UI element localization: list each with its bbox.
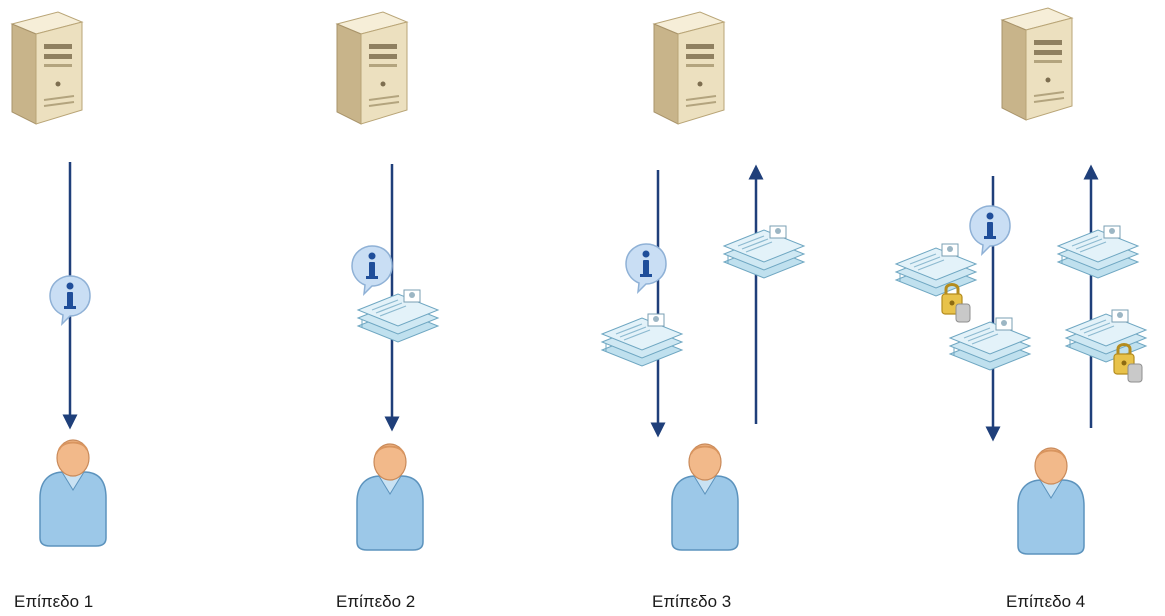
document-stack-icon [1057, 225, 1139, 279]
level-2-label: Επίπεδο 2 [336, 592, 416, 611]
document-stack-icon [723, 225, 805, 279]
level-1-group [11, 11, 107, 547]
padlock-icon [940, 283, 972, 324]
level-2-group [336, 11, 439, 551]
user-icon [356, 443, 424, 551]
document-stack-icon [601, 313, 683, 367]
level-1-label: Επίπεδο 1 [14, 592, 94, 611]
level-4-label: Επίπεδο 4 [1006, 592, 1086, 611]
document-stack-icon [1065, 309, 1147, 363]
info-bubble-icon [351, 245, 393, 295]
info-bubble-icon [49, 275, 91, 325]
server-icon [1001, 7, 1073, 121]
server-icon [653, 11, 725, 125]
level-4-group [895, 7, 1147, 555]
level-3-group [601, 11, 805, 551]
server-icon [336, 11, 408, 125]
document-stack-icon [357, 289, 439, 343]
server-icon [11, 11, 83, 125]
document-stack-icon [949, 317, 1031, 371]
info-bubble-icon [969, 205, 1011, 255]
document-stack-icon [895, 243, 977, 297]
user-icon [1017, 447, 1085, 555]
level-3-label: Επίπεδο 3 [652, 592, 732, 611]
user-icon [39, 439, 107, 547]
info-bubble-icon [625, 243, 667, 293]
user-icon [671, 443, 739, 551]
